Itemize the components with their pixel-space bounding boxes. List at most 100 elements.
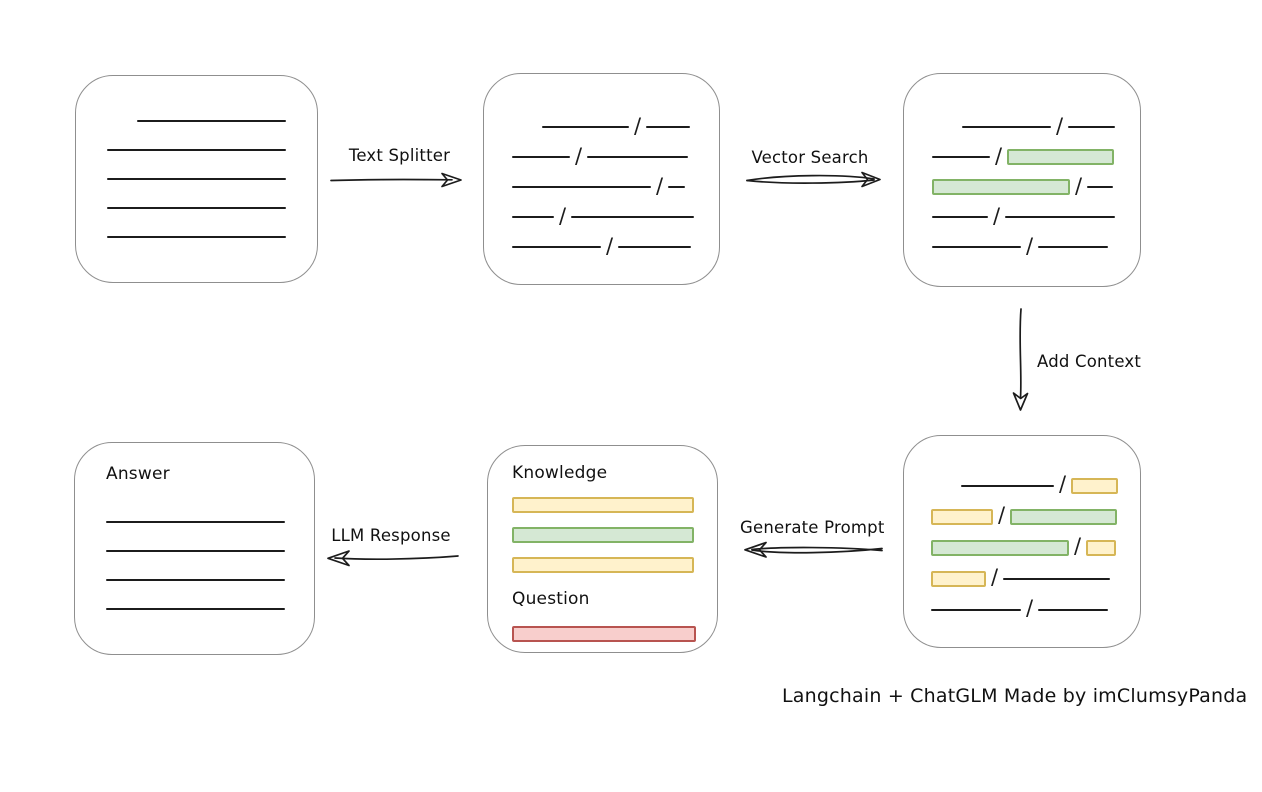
box-row: / (932, 232, 1140, 262)
text-line (571, 216, 695, 218)
highlight-bar-green (1010, 508, 1118, 525)
box-row: Answer (106, 457, 314, 491)
box-row (107, 193, 317, 222)
add-context-arrow (1012, 308, 1029, 411)
box-row: / (931, 501, 1140, 532)
generate-prompt-arrow (744, 541, 883, 558)
text-line (107, 177, 286, 180)
text-line (542, 126, 629, 128)
llm-response-arrow (327, 550, 459, 567)
generate-prompt-label: Generate Prompt (740, 518, 885, 537)
box-row: / (931, 594, 1140, 625)
box-row (106, 507, 314, 536)
vector-search-arrow (746, 171, 881, 188)
separator-slash: / (1026, 596, 1034, 620)
separator-slash: / (656, 173, 664, 198)
highlight-bar-yellow (512, 557, 694, 573)
indent-gap (107, 120, 137, 121)
arrow-head-right-icon (861, 171, 881, 188)
text-line (932, 156, 990, 158)
arrow-line (746, 174, 875, 182)
text-line (1038, 246, 1109, 248)
text-line (512, 156, 570, 158)
box-row: / (931, 532, 1140, 563)
box-row: / (932, 172, 1140, 202)
box-row: / (512, 232, 719, 262)
box-document-content (76, 76, 317, 251)
highlight-bar-yellow (931, 508, 993, 525)
text-line (668, 186, 686, 188)
separator-slash: / (993, 203, 1001, 228)
separator-slash: / (559, 203, 567, 228)
box-row: / (932, 142, 1140, 172)
box-row (512, 490, 717, 520)
text-line (1087, 186, 1114, 188)
arrow-line (1019, 308, 1022, 399)
highlight-bar-green (931, 539, 1069, 556)
text-line (107, 206, 286, 209)
arrow-head-down-icon (1012, 392, 1029, 411)
box-split-chunks-content: ///// (484, 74, 719, 262)
box-row (512, 618, 717, 650)
box-split-chunks: ///// (483, 73, 720, 285)
separator-slash: / (995, 143, 1003, 168)
arrow-line (751, 546, 883, 552)
text-line (962, 126, 1051, 128)
text-splitter-label: Text Splitter (348, 146, 451, 165)
separator-slash: / (1026, 233, 1034, 258)
add-context-label: Add Context (1037, 352, 1142, 371)
highlight-bar-green (512, 527, 694, 543)
text-line (107, 235, 286, 238)
arrow-head-right-icon (441, 172, 462, 188)
text-line (137, 119, 286, 122)
box-context-added-content: ///// (904, 436, 1140, 625)
box-document (75, 75, 318, 283)
indent-gap (932, 127, 962, 128)
text-line (1068, 126, 1116, 128)
diagram-caption: Langchain + ChatGLM Made by imClumsyPand… (782, 685, 1248, 707)
separator-slash: / (1074, 534, 1082, 558)
text-line (106, 578, 285, 581)
separator-slash: / (991, 565, 999, 589)
separator-slash: / (606, 233, 614, 258)
box-row: Knowledge (512, 456, 717, 490)
text-line (1003, 577, 1111, 580)
text-line (512, 186, 651, 188)
box-row: / (931, 563, 1140, 594)
section-title: Answer (106, 464, 170, 484)
box-row: / (932, 112, 1140, 142)
separator-slash: / (575, 143, 583, 168)
box-row (512, 550, 717, 580)
box-row (106, 491, 314, 507)
text-line (106, 520, 285, 523)
box-row (106, 594, 314, 623)
highlight-bar-yellow (931, 570, 986, 587)
highlight-bar-red (512, 626, 696, 642)
text-line (931, 608, 1021, 611)
arrow-line (334, 555, 459, 561)
box-row (106, 536, 314, 565)
box-row: / (931, 470, 1140, 501)
box-answer: Answer (74, 442, 315, 655)
separator-slash: / (1056, 113, 1064, 138)
section-title: Knowledge (512, 463, 608, 483)
box-context-added: ///// (903, 435, 1141, 648)
text-line (587, 156, 689, 158)
text-splitter-arrow (330, 172, 462, 188)
box-row: / (512, 112, 719, 142)
text-line (1005, 216, 1116, 218)
text-line (1038, 608, 1109, 611)
llm-response-label: LLM Response (331, 526, 451, 545)
box-row: / (512, 142, 719, 172)
box-vector-results: ///// (903, 73, 1141, 287)
box-row (512, 520, 717, 550)
box-answer-content: Answer (75, 443, 314, 623)
separator-slash: / (1059, 472, 1067, 496)
text-line (618, 246, 692, 248)
section-title: Question (512, 589, 590, 609)
box-row: / (932, 202, 1140, 232)
text-line (512, 216, 554, 218)
